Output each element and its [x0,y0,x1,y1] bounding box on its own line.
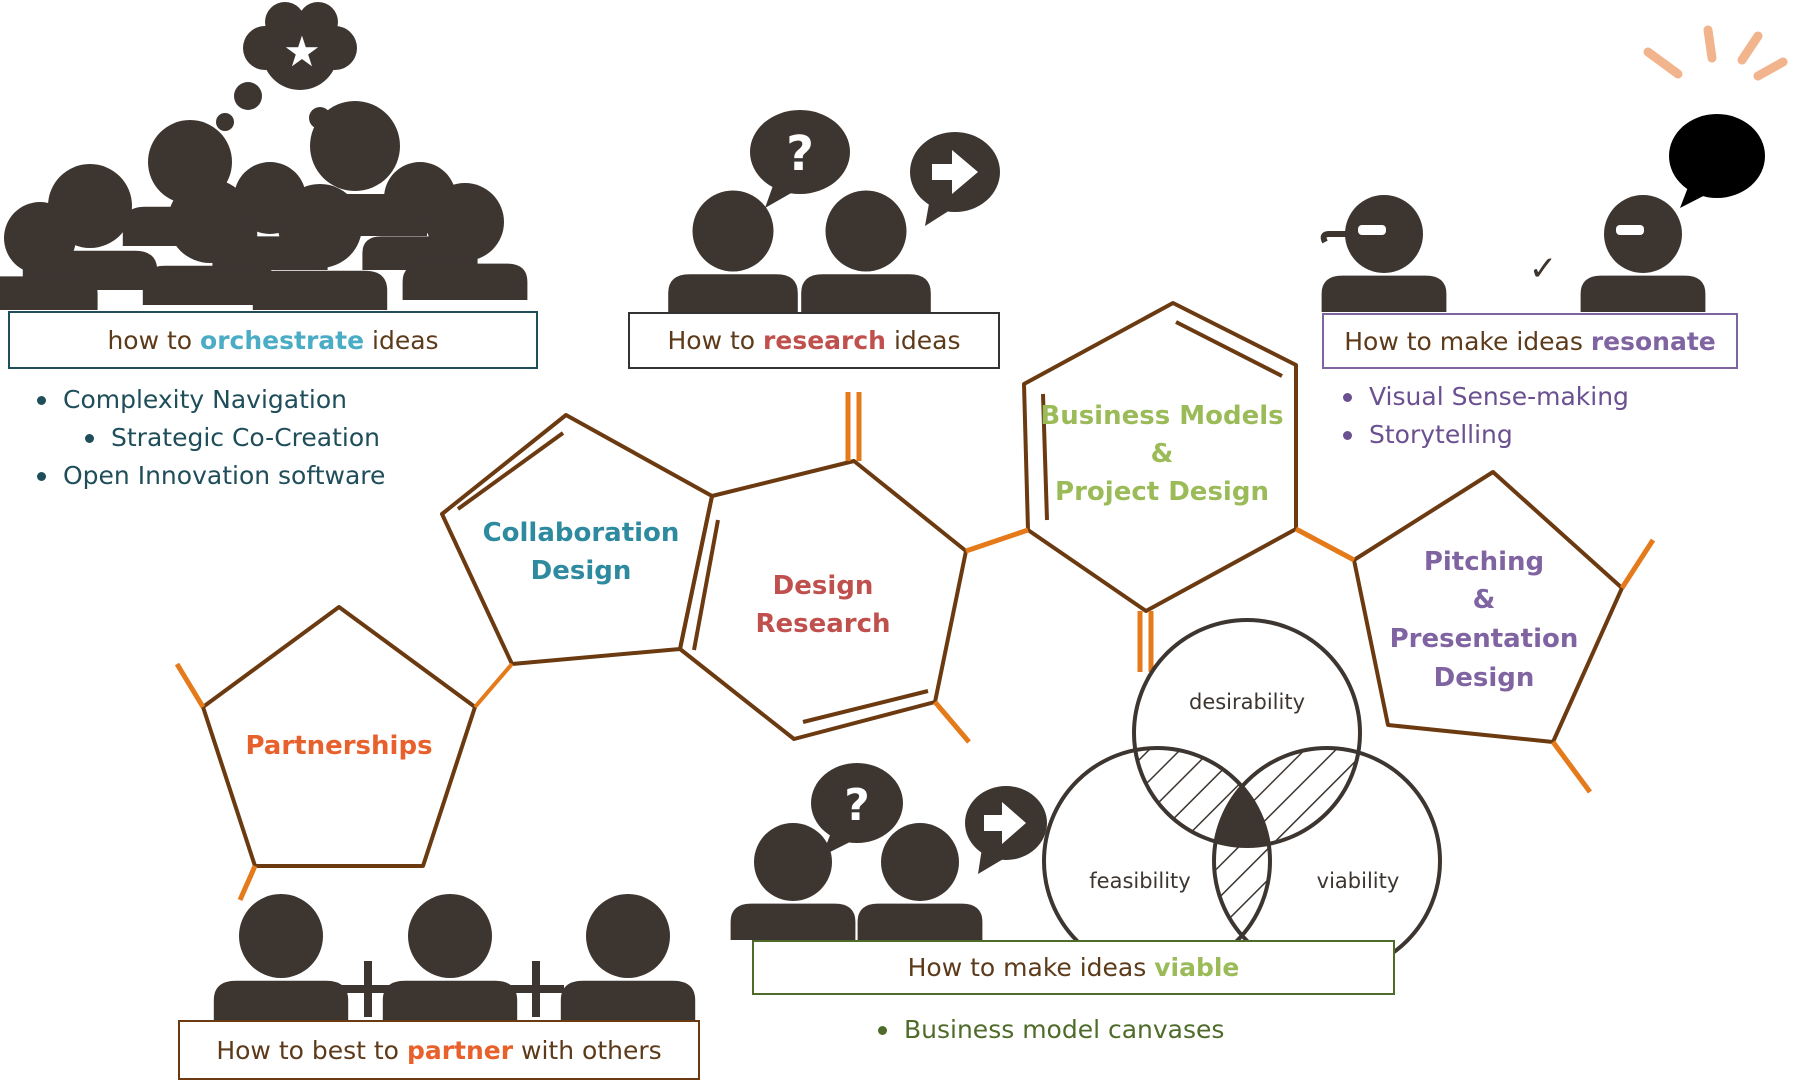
orchestrate-caption-pre: how to [107,325,193,355]
viable-question-bubble: ? [811,763,903,856]
ring-label-collaboration-1: Collaboration [483,518,680,548]
list-item: Strategic Co-Creation [81,419,385,457]
spark-lines-icon [1643,25,1788,81]
ring-label-business-3: Project Design [1055,477,1269,507]
double-bond-research-bottom [802,689,929,724]
ring-label-pitching-2: & [1473,585,1496,615]
list-item: Complexity Navigation [33,381,385,419]
ring-labels: Partnerships Collaboration Design Design… [245,401,1578,761]
resonate-caption-pre: How to make ideas [1344,326,1583,356]
ring-label-pitching-1: Pitching [1424,547,1544,577]
research-caption-pre: How to [667,326,756,355]
ring-partnerships [201,605,477,868]
research-caption-box: How to research ideas [628,312,1000,369]
ring-label-pitching-3: Presentation [1390,624,1579,654]
resonate-caption-box: How to make ideas resonate [1322,313,1738,369]
research-caption-highlight: research [763,326,886,355]
viable-bullet-list: Business model canvases [874,1011,1224,1049]
ring-label-research-2: Research [755,609,890,639]
partner-caption-post: with others [521,1035,662,1065]
ring-label-partnerships: Partnerships [245,731,432,761]
research-arrow-bubble [910,132,1000,226]
partner-caption-box: How to best to partner with others [178,1020,700,1080]
resonate-bullet-list: Visual Sense-making Storytelling [1339,378,1629,454]
partner-caption-pre: How to best to [216,1035,399,1065]
viable-caption-box: How to make ideas viable [752,940,1395,995]
viable-caption-highlight: viable [1154,953,1240,982]
double-bond-business-top [1175,320,1283,378]
star-icon: ★ [283,27,321,76]
venn-label-desirability: desirability [1189,690,1305,714]
arrow-right-icon [932,150,978,194]
partner-caption-highlight: partner [406,1035,514,1065]
orchestrate-caption-post: ideas [372,325,439,355]
research-people-icon [668,190,931,312]
partner-people-icon [213,894,696,1020]
ring-business [1022,301,1298,613]
viable-arrow-bubble [965,786,1047,874]
orchestrate-caption-highlight: orchestrate [200,325,365,355]
plus-icon [340,961,564,1017]
research-question-bubble: ? [750,110,850,208]
venn-label-feasibility: feasibility [1089,869,1190,893]
orchestrate-bullet-list: Complexity Navigation Strategic Co-Creat… [33,381,385,495]
thought-bubble-icon: ★ [216,2,357,131]
double-bond-collab [456,431,565,511]
ring-label-pitching-4: Design [1434,663,1535,693]
arrow-right-icon [984,802,1026,844]
resonate-icon: ✓ [1320,25,1788,312]
sunglasses-icon [1358,225,1386,235]
ring-label-business-1: Business Models [1040,401,1283,431]
list-item: Open Innovation software [33,457,385,495]
check-icon: ✓ [1529,249,1558,289]
venn-label-viability: viability [1317,869,1400,893]
bond-connector [473,662,514,709]
pipe-icon [1320,231,1357,244]
resonate-caption-highlight: resonate [1590,326,1716,356]
crowd-icon [0,101,528,310]
venn-diagram: desirability feasibility viability [1042,618,1442,976]
ring-label-collaboration-2: Design [531,556,632,586]
ring-label-research-1: Design [773,571,874,601]
double-bond-business-left [1041,393,1049,521]
ring-label-business-2: & [1151,439,1174,469]
list-item: Business model canvases [874,1011,1224,1049]
research-caption-post: ideas [893,326,961,355]
accent-bonds [174,392,1656,902]
double-bond-research-left [692,519,720,651]
ring-collaboration [440,413,714,666]
orchestrate-caption-box: how to orchestrate ideas [8,311,538,369]
list-item: Visual Sense-making [1339,378,1629,416]
ring-pitching [1352,470,1624,744]
viable-caption-pre: How to make ideas [907,953,1147,982]
question-icon: ? [844,780,870,831]
speech-bubble-icon [1669,114,1765,208]
list-item: Storytelling [1339,416,1629,454]
question-icon: ? [786,126,814,182]
